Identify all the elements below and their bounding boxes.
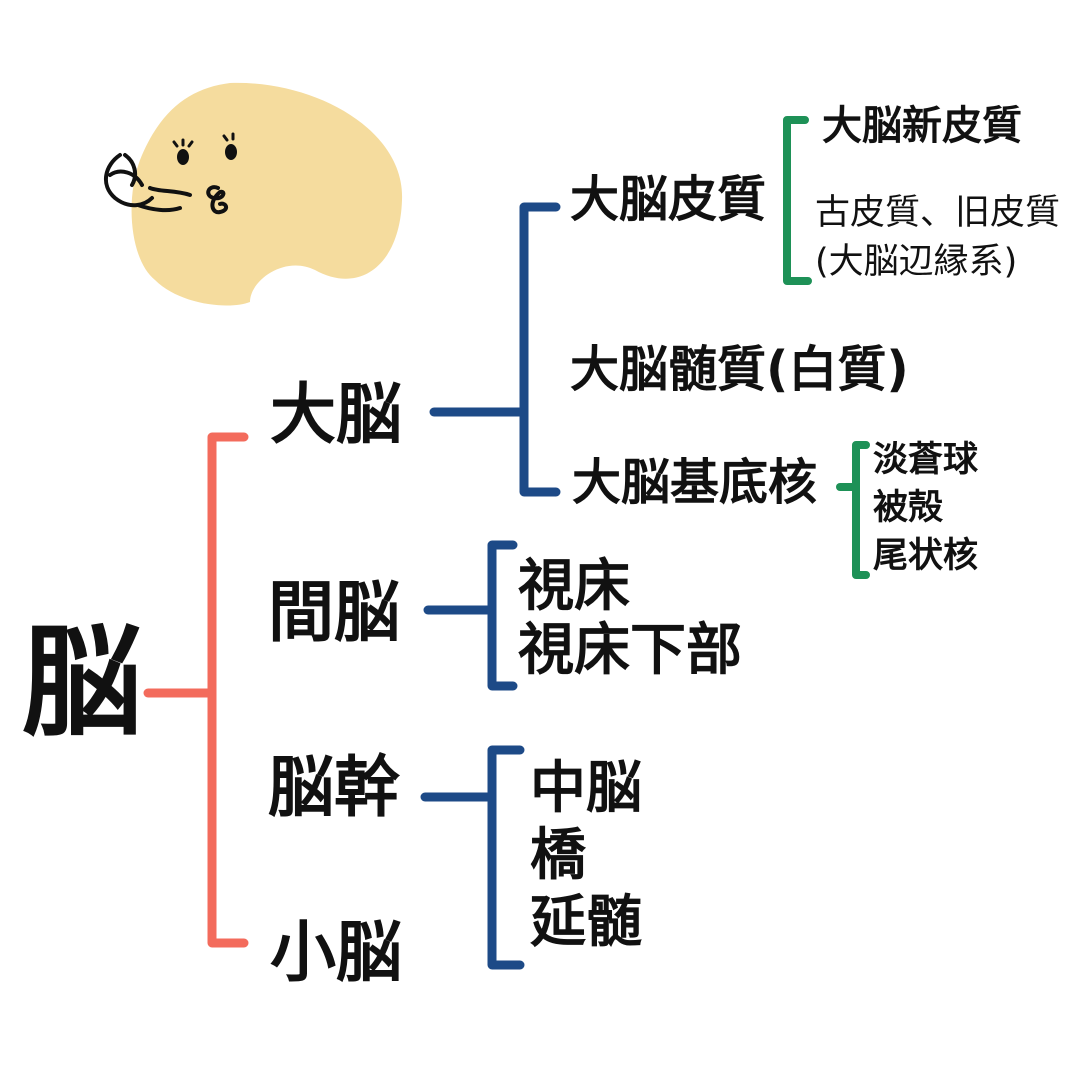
globus-pallidus-label: 淡蒼球: [873, 440, 979, 480]
brainstem-label: 脳幹: [268, 749, 400, 826]
midbrain-label: 中脳: [530, 756, 642, 821]
medulla-oblongata-label: 延髄: [530, 890, 642, 955]
red-bracket: [143, 432, 249, 948]
limbic-system-label: (大脳辺縁系): [815, 242, 1018, 282]
diencephalon-list: 視床 視床下部: [518, 555, 742, 683]
cerebellum-label: 小脳: [270, 914, 402, 991]
pons-label: 橋: [530, 823, 586, 888]
brainstem-list: 中脳 橋 延髄: [530, 755, 642, 956]
cerebral-cortex-label: 大脳皮質: [570, 171, 767, 228]
diencephalon-bracket: [423, 540, 518, 691]
cute-blob-character-icon: [104, 82, 403, 306]
cerebrum-bracket: [429, 202, 561, 497]
paleocortex-label: 古皮質、旧皮質: [815, 193, 1061, 233]
diencephalon-label: 間脳: [268, 574, 400, 651]
caudate-nucleus-label: 尾状核: [873, 536, 979, 576]
thalamus-label: 視床: [518, 554, 630, 619]
neocortex-label: 大脳新皮質: [822, 103, 1022, 149]
brainstem-bracket: [420, 745, 525, 970]
basal-ganglia-bracket: [836, 441, 870, 579]
cerebral-medulla-label: 大脳髄質(白質): [570, 341, 909, 398]
cortex-bracket: [783, 116, 812, 285]
cerebrum-label: 大脳: [270, 376, 402, 453]
putamen-label: 被殻: [873, 488, 944, 528]
basal-ganglia-list: 淡蒼球 被殻 尾状核: [873, 436, 978, 580]
root-label: 脳: [22, 614, 142, 753]
basal-ganglia-label: 大脳基底核: [572, 454, 818, 511]
hypothalamus-label: 視床下部: [518, 618, 742, 683]
